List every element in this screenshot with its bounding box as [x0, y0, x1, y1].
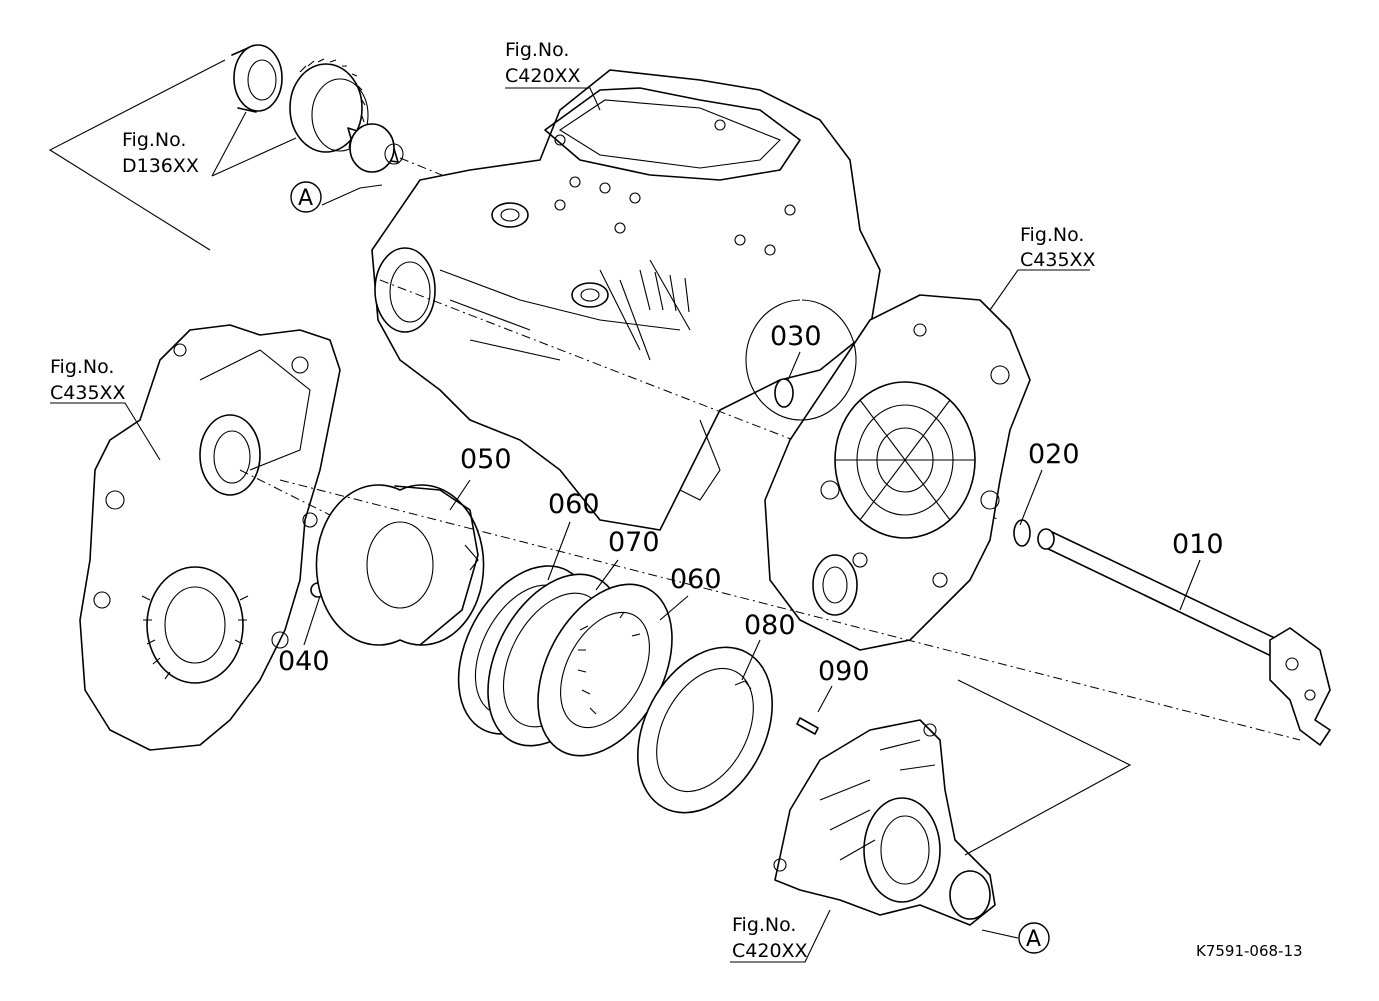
ref-right-c435-line2: C435XX: [1020, 249, 1096, 271]
connector-a-bottom: A: [1018, 922, 1050, 954]
oring-030: [774, 378, 794, 408]
pin-090: [796, 717, 819, 735]
shaft-010: [1037, 528, 1331, 746]
part-label-050: 050: [460, 444, 512, 475]
ref-left-c435-line1: Fig.No.: [50, 356, 114, 378]
part-label-060-a: 060: [548, 489, 600, 520]
connector-a-bottom-label: A: [1026, 927, 1041, 952]
drawing-code: K7591-068-13: [1196, 942, 1303, 960]
ref-bottom-c420-line1: Fig.No.: [732, 914, 796, 936]
ref-top-c420-line2: C420XX: [505, 65, 581, 87]
bottom-housing: [773, 719, 996, 926]
ref-left-c435-line2: C435XX: [50, 382, 126, 404]
ref-top-c420-line1: Fig.No.: [505, 39, 569, 61]
ref-bottom-c420-line2: C420XX: [732, 940, 808, 962]
transmission-case: [371, 69, 1001, 531]
ref-d136-line2: D136XX: [122, 155, 199, 177]
oring-020: [1013, 519, 1031, 547]
part-label-010: 010: [1172, 529, 1224, 560]
connector-a-top: A: [290, 181, 322, 213]
part-label-030: 030: [770, 321, 822, 352]
right-cover: [745, 294, 1031, 651]
part-label-060-b: 060: [670, 564, 722, 595]
axis-line: [279, 479, 1301, 741]
plate-050: [315, 484, 485, 646]
part-label-070: 070: [608, 527, 660, 558]
part-label-080: 080: [744, 610, 796, 641]
connector-a-top-label: A: [298, 186, 313, 211]
ref-right-c435-line1: Fig.No.: [1020, 224, 1084, 246]
leader-lines: [48, 59, 1201, 963]
ref-d136-line1: Fig.No.: [122, 129, 186, 151]
part-label-020: 020: [1028, 439, 1080, 470]
part-label-090: 090: [818, 656, 870, 687]
left-cover: [79, 324, 361, 751]
bearing-gear-assembly: [231, 44, 751, 301]
ring-080: [637, 646, 773, 814]
part-label-040: 040: [278, 646, 330, 677]
